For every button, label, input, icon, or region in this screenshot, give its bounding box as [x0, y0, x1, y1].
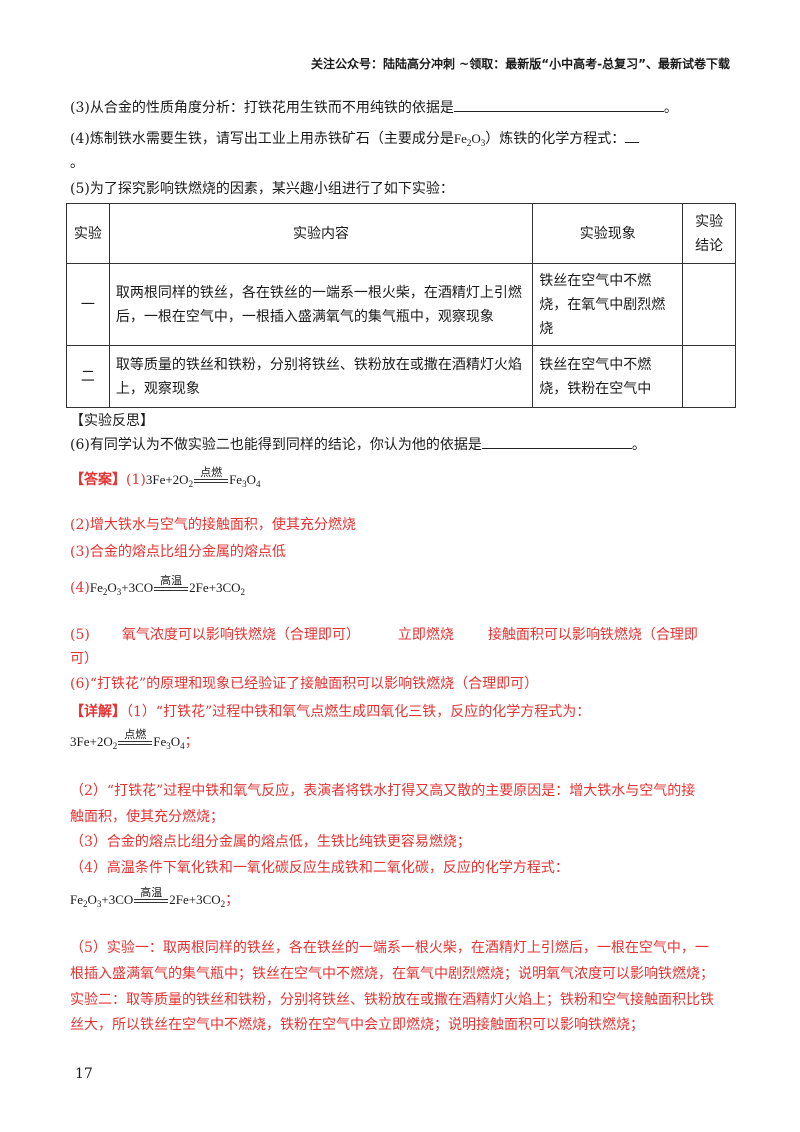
experiment-table: 实验 实验内容 实验现象 实验结论 一 取两根同样的铁丝，各在铁丝的一端系一根火…	[66, 203, 736, 408]
detail-5-line-2: 根插入盛满氧气的集气瓶中；铁丝在空气中不燃烧，在氧气中剧烈燃烧；说明氧气浓度可以…	[70, 966, 714, 982]
answer-blank	[453, 97, 664, 112]
row-phenomenon: 铁丝在空气中不燃烧，在氧气中剧烈燃烧	[532, 263, 684, 346]
answer-3: (3)合金的熔点比组分金属的熔点低	[70, 544, 286, 560]
question-4-end: 。	[70, 155, 84, 171]
header-conclusion: 实验结论	[682, 203, 736, 264]
answer-5-cont: 可）	[70, 651, 98, 667]
row-content: 取两根同样的铁丝，各在铁丝的一端系一根火柴，在酒精灯上引燃后，一根在空气中，一根…	[108, 263, 534, 346]
detail-2-line-2: 触面积，使其充分燃烧；	[70, 809, 224, 825]
detail-3: （3）合金的熔点比组分金属的熔点低，生铁比纯铁更容易燃烧；	[70, 834, 471, 850]
detail-5-line-1: （5）实验一：取两根同样的铁丝，各在铁丝的一端系一根火柴，在酒精灯上引燃后，一根…	[70, 940, 709, 956]
answer-5: (5)氧气浓度可以影响铁燃烧（合理即可）立即燃烧接触面积可以影响铁燃烧（合理即	[70, 627, 698, 643]
header-num: 实验	[66, 203, 110, 264]
row-num: 二	[66, 345, 110, 408]
row-conclusion	[682, 263, 736, 346]
table-header-row: 实验 实验内容 实验现象 实验结论	[66, 203, 736, 264]
row-num: 一	[66, 263, 110, 346]
detail-5-line-3: 实验二：取等质量的铁丝和铁粉，分别将铁丝、铁粉放在或撒在酒精灯火焰上；铁粉和空气…	[70, 992, 714, 1008]
question-6: (6)有同学认为不做实验二也能得到同样的结论，你认为他的依据是。	[70, 434, 646, 454]
table-row: 一 取两根同样的铁丝，各在铁丝的一端系一根火柴，在酒精灯上引燃后，一根在空气中，…	[66, 263, 736, 346]
row-content: 取等质量的铁丝和铁粉，分别将铁丝、铁粉放在或撒在酒精灯火焰上，观察现象	[108, 345, 534, 408]
question-3: (3)从合金的性质角度分析：打铁花用生铁而不用纯铁的依据是。	[70, 97, 678, 117]
table-row: 二 取等质量的铁丝和铁粉，分别将铁丝、铁粉放在或撒在酒精灯火焰上，观察现象 铁丝…	[66, 345, 736, 408]
answer-2: (2)增大铁水与空气的接触面积，使其充分燃烧	[70, 517, 356, 533]
answer-blank	[481, 434, 632, 449]
answer-blank	[625, 128, 640, 143]
answer-6: (6)“打铁花”的原理和现象已经验证了接触面积可以影响铁燃烧（合理即可）	[70, 676, 539, 692]
question-5: (5)为了探究影响铁燃烧的因素，某兴趣小组进行了如下实验：	[70, 181, 454, 197]
row-conclusion	[682, 345, 736, 408]
page-number: 17	[75, 1066, 93, 1082]
page-header: 关注公众号：陆陆高分冲刺 ~领取：最新版“小中高考-总复习”、最新试卷下载	[311, 57, 730, 71]
question-4: (4)炼制铁水需要生铁，请写出工业上用赤铁矿石（主要成分是Fe2O3）炼铁的化学…	[70, 128, 640, 148]
formula-fe2o3: Fe2O3	[453, 131, 486, 148]
detail-1: 【详解】（1）“打铁花”过程中铁和氧气点燃生成四氧化三铁，反应的化学方程式为：	[70, 704, 591, 720]
header-phenomenon: 实验现象	[532, 203, 684, 264]
row-phenomenon: 铁丝在空气中不燃烧，铁粉在空气中	[532, 345, 684, 408]
detail-2-line-1: （2）“打铁花”过程中铁和氧气反应，表演者将铁水打得又高又散的主要原因是：增大铁…	[70, 783, 696, 799]
detail-4: （4）高温条件下氧化铁和一氧化碳反应生成铁和二氧化碳，反应的化学方程式：	[70, 860, 569, 876]
reflection-title: 【实验反思】	[70, 413, 154, 429]
detail-5-line-4: 丝大，所以铁丝在空气中不燃烧，铁粉在空气中会立即燃烧；说明接触面积可以影响铁燃烧…	[70, 1017, 644, 1033]
header-content: 实验内容	[108, 203, 534, 264]
